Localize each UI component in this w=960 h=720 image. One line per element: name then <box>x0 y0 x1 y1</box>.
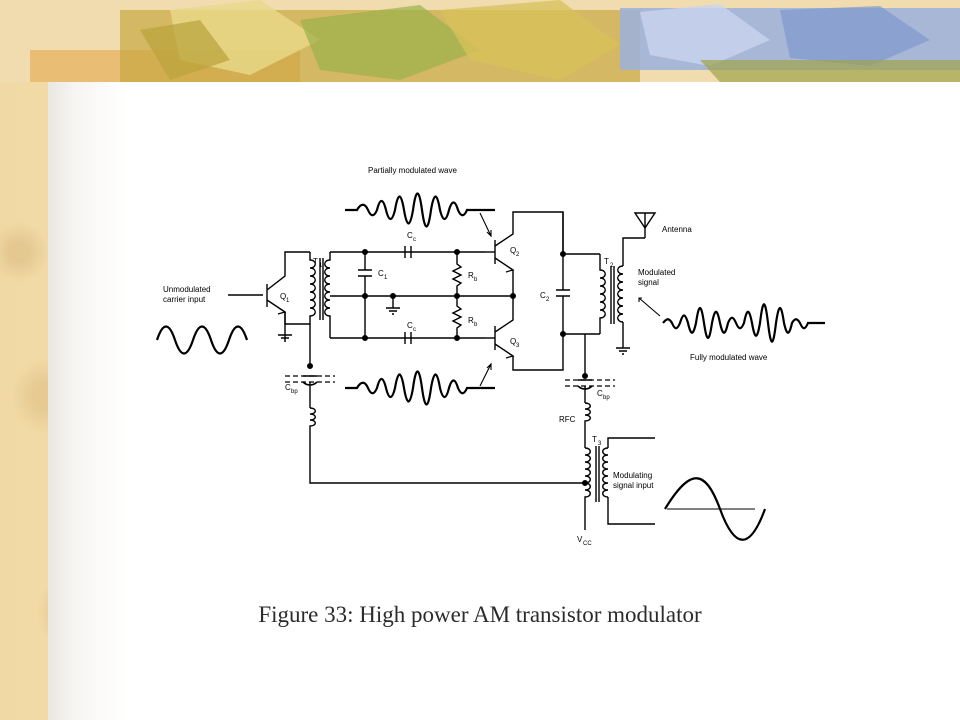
unmodulated-label-line2: carrier input <box>163 295 206 304</box>
q1-subscript: 1 <box>286 298 290 304</box>
q2-subscript: 2 <box>516 252 520 258</box>
cc-bottom-label: C <box>407 321 413 330</box>
t3-subscript: 3 <box>598 441 602 447</box>
cbp-right-label: C <box>597 389 603 398</box>
vcc-label: V <box>577 535 583 544</box>
antenna-label: Antenna <box>662 225 692 234</box>
vcc-subscript: CC <box>583 541 592 547</box>
circuit-diagram: Partially modulated wave Antenna Unmodul… <box>145 118 842 550</box>
cbp-left-label: C <box>285 383 291 392</box>
figure-caption: Figure 33: High power AM transistor modu… <box>258 602 702 627</box>
q3-label: Q <box>510 337 516 346</box>
rfc-label: RFC <box>559 415 576 424</box>
rb-bottom-subscript: b <box>474 322 478 328</box>
c2-label: C <box>540 291 546 300</box>
t2-subscript: 2 <box>610 263 614 269</box>
waveforms <box>155 192 825 541</box>
q3-subscript: 3 <box>516 343 520 349</box>
cc-bottom-subscript: c <box>413 327 416 333</box>
rb-bottom-label: R <box>468 316 474 325</box>
unmodulated-label-line1: Unmodulated <box>163 285 211 294</box>
c2-subscript: 2 <box>546 297 550 303</box>
q1-label: Q <box>280 292 286 301</box>
t2-label: T <box>604 257 609 266</box>
c1-subscript: 1 <box>384 275 388 281</box>
t1-label: T <box>313 257 318 266</box>
decorative-banner <box>0 0 960 82</box>
partial-wave-bottom <box>345 370 495 406</box>
cc-top-label: C <box>407 231 413 240</box>
fully-modulated-label: Fully modulated wave <box>690 353 768 362</box>
modulating-signal-label-line1: Modulating <box>613 471 652 480</box>
t1-subscript: 1 <box>319 263 323 269</box>
fully-modulated-wave <box>662 303 825 343</box>
c1-label: C <box>378 269 384 278</box>
carrier-input-wave <box>155 325 249 355</box>
partial-wave-label: Partially modulated wave <box>368 166 457 175</box>
cbp-left-subscript: bp <box>291 389 298 395</box>
cbp-right-subscript: bp <box>603 395 610 401</box>
t3-label: T <box>592 435 597 444</box>
modulated-signal-label-line2: signal <box>638 278 659 287</box>
modulated-signal-label-line1: Modulated <box>638 268 675 277</box>
circuit-wiring <box>228 211 661 530</box>
cc-top-subscript: c <box>413 237 416 243</box>
partial-wave-top <box>345 192 495 228</box>
rb-top-subscript: b <box>474 277 478 283</box>
rb-top-label: R <box>468 271 474 280</box>
q2-label: Q <box>510 246 516 255</box>
modulating-signal-label-line2: signal input <box>613 481 654 490</box>
